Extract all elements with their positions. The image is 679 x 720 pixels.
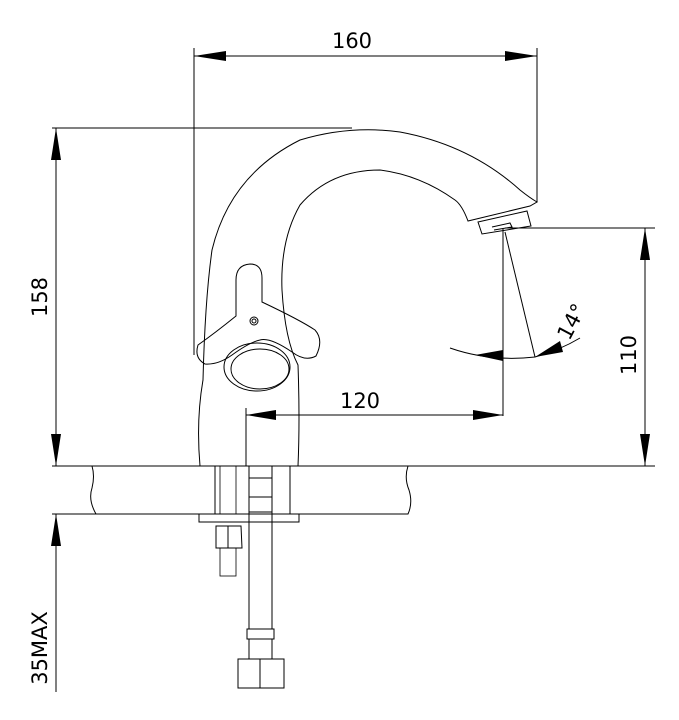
mounting-hardware — [198, 465, 300, 689]
dimension-label-angle: 14° — [552, 300, 591, 344]
dimension-label-reach: 120 — [340, 389, 380, 413]
dimension-height: 158 — [28, 127, 352, 466]
dimension-label-width: 160 — [332, 29, 372, 53]
dimension-label-height: 158 — [28, 277, 52, 317]
hose-fitting — [248, 465, 273, 513]
threaded-stud — [219, 465, 237, 515]
dimension-angle: 14° — [449, 231, 591, 361]
aerator — [477, 210, 532, 235]
dimension-spout-height: 110 — [505, 227, 655, 466]
mounting-nut — [215, 525, 243, 549]
hose-nut — [237, 658, 285, 689]
handle — [196, 263, 321, 392]
dimension-width: 160 — [193, 29, 538, 355]
dimension-label-spout-height: 110 — [617, 335, 641, 375]
dimension-counter-max: 35MAX — [28, 514, 61, 692]
braided-hose — [248, 511, 273, 630]
dimension-reach: 120 — [245, 228, 504, 466]
dimension-label-counter-max: 35MAX — [28, 611, 52, 685]
countertop-section — [52, 465, 655, 515]
